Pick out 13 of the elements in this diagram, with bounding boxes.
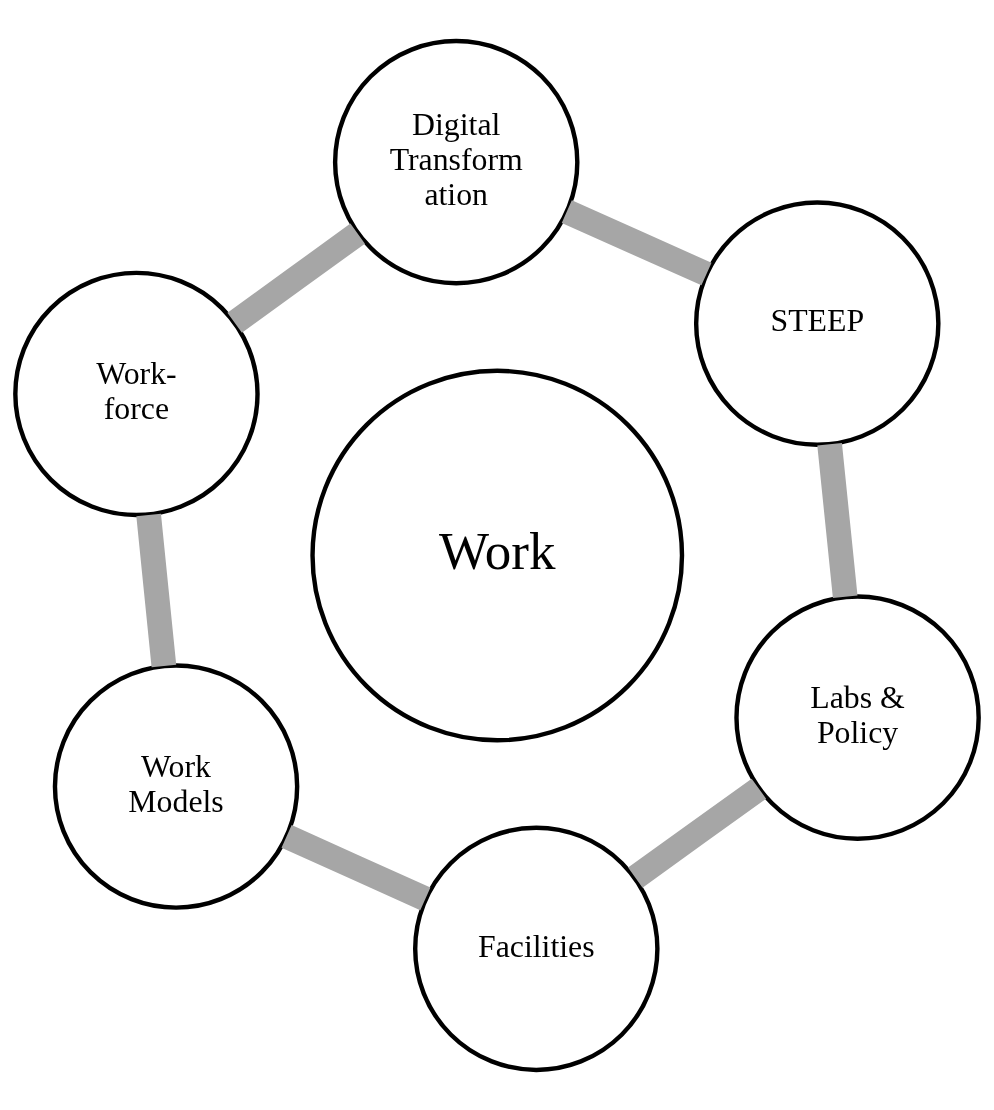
connector: [227, 223, 365, 333]
node-circle: Facilities: [413, 825, 660, 1072]
connector: [281, 824, 431, 910]
node-circle: STEEP: [693, 199, 941, 447]
node-circle: Work Models: [52, 662, 300, 910]
connector: [817, 442, 858, 598]
connector: [628, 778, 767, 888]
connector: [136, 513, 177, 667]
node-circle: Labs & Policy: [734, 593, 981, 841]
connector: [561, 199, 712, 285]
node-circle: Work- force: [13, 270, 260, 517]
node-circle: Work: [310, 368, 685, 742]
node-circle: Digital Transform ation: [332, 38, 580, 285]
